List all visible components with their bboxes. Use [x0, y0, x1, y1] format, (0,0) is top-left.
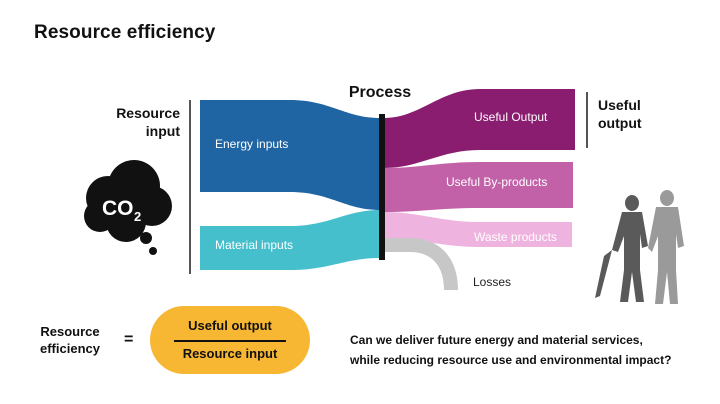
co2-cloud-icon: CO 2 [84, 160, 172, 255]
material-inputs-label: Material inputs [215, 238, 294, 252]
energy-inputs-label: Energy inputs [215, 137, 289, 151]
energy-inputs-flow [200, 100, 380, 210]
useful-output-flow-label: Useful Output [474, 110, 548, 124]
efficiency-formula: Useful output Resource input [150, 306, 310, 374]
resource-efficiency-label: Resource efficiency [40, 324, 100, 356]
page-title: Resource efficiency [34, 22, 216, 43]
formula-numerator: Useful output [188, 318, 272, 333]
question-text: Can we deliver future energy and materia… [350, 333, 672, 367]
process-bar [379, 114, 385, 260]
resource-input-label: Resource input [116, 105, 180, 139]
losses-label: Losses [473, 275, 512, 289]
waste-products-flow [384, 212, 572, 247]
material-inputs-flow [200, 210, 380, 270]
useful-byproducts-label: Useful By-products [446, 175, 548, 189]
people-silhouette-icon [595, 190, 684, 304]
co2-subscript: 2 [134, 209, 141, 224]
waste-products-label: Waste products [474, 230, 557, 244]
co2-text: CO [102, 197, 134, 220]
formula-denominator: Resource input [182, 346, 278, 361]
useful-output-flow [384, 89, 575, 168]
process-label: Process [348, 84, 412, 101]
losses-flow [384, 238, 458, 290]
fraction-bar [174, 340, 286, 342]
useful-byproducts-flow [384, 162, 573, 212]
useful-output-label: Useful output [598, 97, 642, 131]
equals-sign: = [124, 331, 134, 348]
